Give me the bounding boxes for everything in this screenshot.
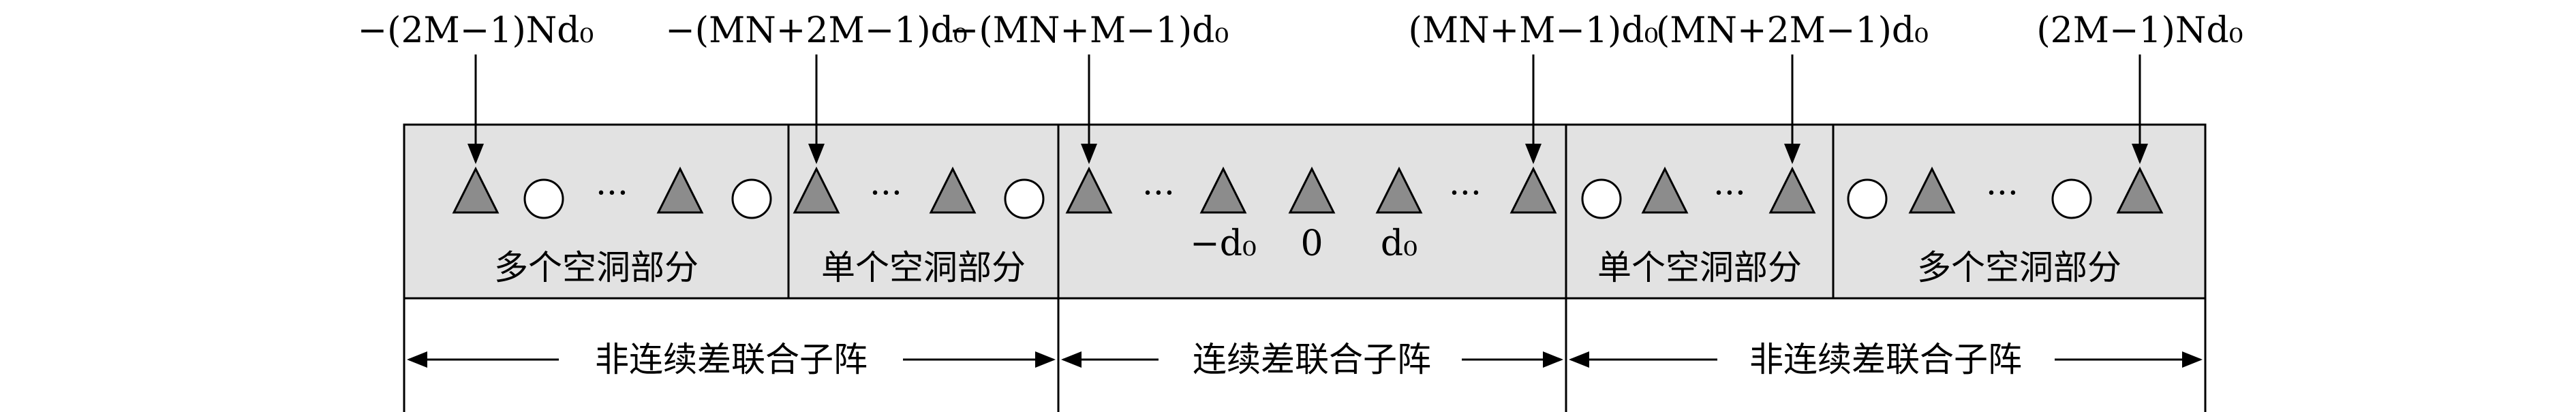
label-pos-mnm1-d0: (MN+M−1)d₀: [1409, 10, 1659, 51]
sensor-circle: [731, 178, 772, 219]
ellipsis: ···: [1142, 173, 1175, 212]
ellipsis: ···: [1986, 173, 2019, 212]
sensor-circle: [1847, 178, 1888, 219]
sensor-triangle: [793, 166, 840, 214]
sensor-triangle: [1065, 166, 1113, 214]
section-label-single-hole: 单个空洞部分: [1597, 248, 1802, 287]
sensor-triangle: [1908, 166, 1956, 214]
label-neg-mn2m1-d0: −(MN+2M−1)d₀: [665, 10, 968, 51]
sensor-circle: [2051, 178, 2092, 219]
ellipsis: ···: [1449, 173, 1482, 212]
ellipsis: ···: [870, 173, 902, 212]
ellipsis: ···: [1713, 173, 1746, 212]
sensor-triangle: [929, 166, 977, 214]
label-pos-mn2m1-d0: (MN+2M−1)d₀: [1656, 10, 1929, 51]
section-label-multi-hole: 多个空洞部分: [1917, 248, 2121, 287]
sensor-triangle: [452, 166, 500, 214]
label-neg-2m1-nd0: −(2M−1)Nd₀: [358, 10, 594, 51]
ellipsis: ···: [596, 173, 628, 212]
subarray-label-contiguous: 连续差联合子阵: [1193, 340, 1431, 379]
sensor-circle: [1004, 178, 1045, 219]
sensor-triangle: [1288, 166, 1336, 214]
sensor-triangle: [1641, 166, 1689, 214]
label-neg-mnm1-d0: −(MN+M−1)d₀: [949, 10, 1229, 51]
label-zero: 0: [1300, 223, 1323, 264]
subarray-label-noncontiguous: 非连续差联合子阵: [1749, 340, 2022, 379]
section-label-single-hole: 单个空洞部分: [821, 248, 1026, 287]
sensor-circle: [1581, 178, 1622, 219]
sensor-circle: [523, 178, 564, 219]
sensor-triangle: [1768, 166, 1816, 214]
section-label-multi-hole: 多个空洞部分: [494, 248, 699, 287]
sensor-triangle: [2116, 166, 2164, 214]
label-neg-d0: −d₀: [1190, 223, 1257, 264]
sensor-triangle: [1199, 166, 1247, 214]
sensor-triangle: [1375, 166, 1423, 214]
sensor-triangle: [1509, 166, 1557, 214]
sensor-triangle: [656, 166, 704, 214]
label-pos-2m1-nd0: (2M−1)Nd₀: [2036, 10, 2243, 51]
label-d0: d₀: [1381, 223, 1417, 264]
subarray-label-noncontiguous: 非连续差联合子阵: [595, 340, 868, 379]
